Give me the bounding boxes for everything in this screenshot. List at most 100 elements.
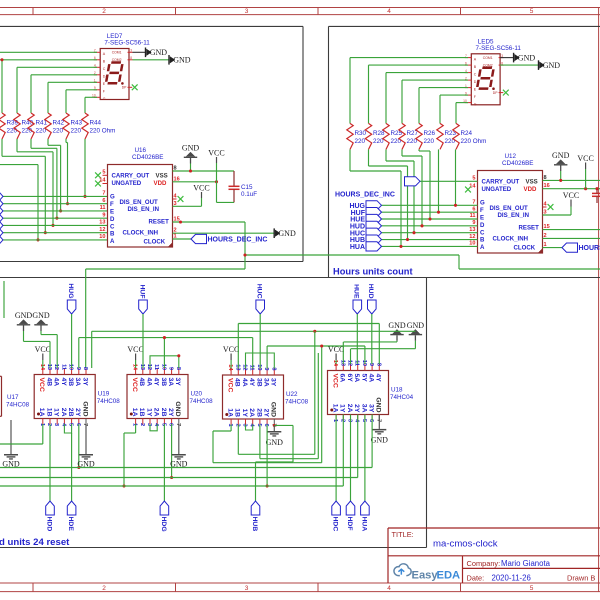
svg-text:3: 3 (242, 424, 248, 427)
svg-text:7: 7 (465, 54, 467, 58)
svg-text:CARRY_OUT: CARRY_OUT (482, 178, 520, 185)
svg-text:HUC: HUC (350, 230, 365, 237)
svg-text:F: F (474, 95, 477, 99)
svg-text:1: 1 (174, 234, 177, 240)
svg-text:3B: 3B (255, 378, 262, 387)
svg-text:COM2: COM2 (112, 58, 122, 62)
svg-text:D: D (110, 216, 115, 223)
svg-text:14: 14 (332, 360, 338, 367)
svg-text:4: 4 (354, 419, 360, 423)
svg-text:U20: U20 (191, 391, 203, 398)
svg-text:GND: GND (2, 460, 20, 469)
svg-text:CLOCK_INH: CLOCK_INH (123, 230, 159, 237)
svg-text:HUB: HUB (350, 237, 365, 244)
svg-text:74HC08: 74HC08 (190, 398, 214, 405)
svg-text:10: 10 (99, 234, 105, 240)
svg-text:13: 13 (46, 364, 52, 370)
svg-text:12: 12 (469, 234, 475, 240)
svg-text:HOURS_DEC_INC: HOURS_DEC_INC (335, 192, 395, 199)
svg-text:F: F (480, 207, 484, 214)
svg-text:GND: GND (270, 402, 277, 417)
svg-text:4: 4 (249, 424, 255, 428)
svg-text:16: 16 (544, 183, 550, 189)
svg-text:10: 10 (463, 99, 467, 103)
svg-text:9: 9 (472, 220, 475, 226)
svg-text:9: 9 (465, 91, 467, 95)
svg-text:GND: GND (371, 436, 389, 445)
svg-text:4A: 4A (368, 374, 375, 383)
svg-text:HDE: HDE (67, 517, 74, 532)
svg-text:R43: R43 (71, 120, 83, 127)
svg-text:Drawn B: Drawn B (567, 574, 595, 583)
svg-text:3Y: 3Y (174, 378, 181, 387)
svg-text:2Y: 2Y (74, 408, 81, 417)
svg-text:2Y: 2Y (167, 408, 174, 417)
svg-text:1A: 1A (227, 408, 234, 417)
svg-text:4A: 4A (241, 378, 248, 387)
svg-text:1: 1 (39, 423, 45, 426)
svg-text:12: 12 (242, 364, 248, 370)
svg-text:3B: 3B (160, 378, 167, 387)
svg-text:HUB: HUB (251, 517, 258, 532)
svg-text:2: 2 (544, 233, 547, 239)
svg-text:4: 4 (174, 194, 178, 200)
svg-text:G: G (103, 97, 106, 101)
svg-text:HUE: HUE (353, 284, 360, 299)
svg-text:RESET: RESET (149, 218, 170, 225)
svg-text:4: 4 (465, 69, 467, 73)
svg-text:HOURS_DEC_INC: HOURS_DEC_INC (208, 237, 268, 244)
svg-text:4Y: 4Y (375, 374, 382, 383)
svg-text:3: 3 (130, 49, 132, 53)
svg-text:U17: U17 (7, 394, 19, 401)
svg-text:3: 3 (501, 54, 503, 58)
svg-text:1Y: 1Y (339, 404, 346, 413)
svg-text:E: E (103, 82, 106, 86)
svg-text:7: 7 (82, 423, 88, 426)
svg-text:GND: GND (182, 144, 200, 153)
svg-text:9: 9 (75, 367, 81, 370)
svg-text:E: E (480, 215, 484, 222)
svg-text:HUF: HUF (138, 285, 145, 299)
svg-text:GND: GND (77, 460, 95, 469)
svg-text:d units 24 reset: d units 24 reset (0, 537, 70, 548)
svg-text:220: 220 (445, 138, 456, 145)
svg-text:U22: U22 (286, 391, 298, 398)
svg-text:RESET: RESET (519, 224, 540, 231)
svg-text:DIS_EN_IN: DIS_EN_IN (128, 206, 160, 213)
svg-text:A: A (474, 57, 477, 61)
svg-text:6: 6 (75, 423, 81, 426)
svg-text:1: 1 (465, 84, 467, 88)
svg-text:LED5: LED5 (478, 38, 494, 45)
svg-text:HOURS_DEC_INC: HOURS_DEC_INC (579, 245, 600, 252)
svg-text:220: 220 (36, 128, 47, 135)
svg-text:6: 6 (465, 61, 467, 65)
svg-text:GND: GND (174, 401, 181, 416)
svg-text:2: 2 (139, 423, 145, 426)
svg-text:220: 220 (391, 138, 402, 145)
svg-text:VCC: VCC (208, 149, 224, 158)
svg-text:1A: 1A (131, 408, 138, 417)
svg-text:HDC: HDC (332, 517, 339, 532)
svg-text:ma-cmos-clock: ma-cmos-clock (433, 539, 498, 550)
svg-text:HUD: HUD (367, 284, 374, 299)
svg-text:4B: 4B (138, 378, 145, 387)
svg-text:16: 16 (174, 176, 180, 182)
svg-text:GND: GND (15, 311, 33, 320)
svg-text:10: 10 (256, 364, 262, 370)
svg-text:14: 14 (99, 178, 106, 184)
svg-text:4: 4 (387, 585, 391, 592)
svg-text:HUD: HUD (350, 223, 365, 230)
svg-text:1B: 1B (234, 408, 241, 417)
svg-text:1: 1 (332, 419, 338, 422)
svg-text:G: G (480, 200, 485, 207)
svg-text:R24: R24 (461, 130, 473, 137)
svg-text:3: 3 (53, 423, 59, 426)
svg-text:5: 5 (530, 8, 534, 15)
svg-text:3Y: 3Y (81, 378, 88, 387)
svg-text:COM2: COM2 (483, 63, 493, 67)
svg-text:6: 6 (94, 56, 96, 60)
svg-text:GND: GND (32, 311, 50, 320)
svg-text:Mario Gianota: Mario Gianota (501, 559, 551, 568)
svg-text:TITLE:: TITLE: (392, 530, 414, 539)
svg-text:11: 11 (153, 364, 159, 370)
